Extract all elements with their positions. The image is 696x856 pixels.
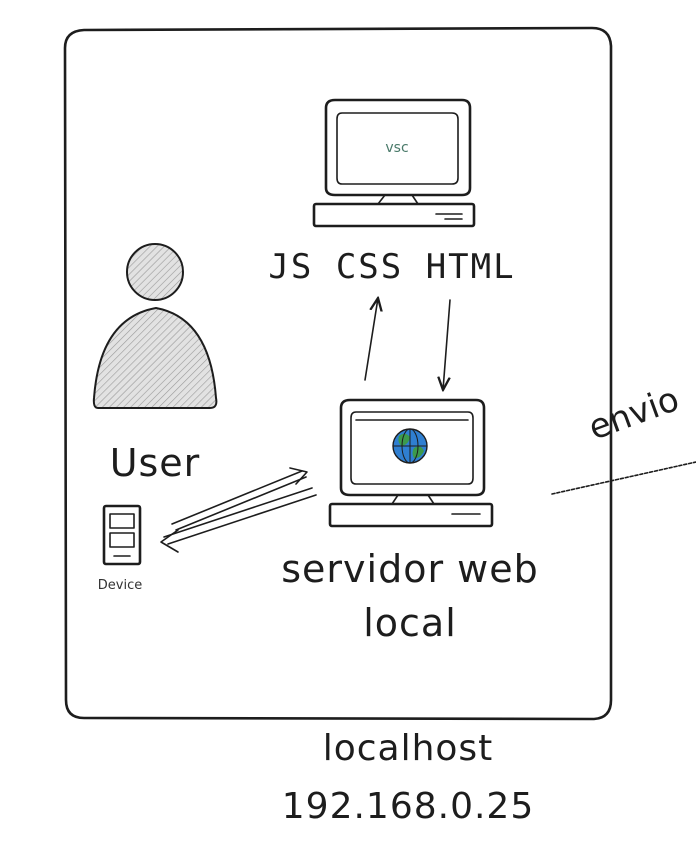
outgoing-connection-line — [551, 461, 696, 495]
device-label: Device — [98, 578, 142, 593]
outgoing-label: envio — [583, 379, 684, 448]
mobile-device-icon — [102, 504, 142, 566]
editor-computer-icon: vsc — [312, 98, 476, 228]
upload-arrow — [364, 298, 378, 381]
device-server-arrows — [160, 467, 317, 553]
editor-screen-label: vsc — [385, 140, 408, 156]
ip-address-label: 192.168.0.25 — [282, 786, 534, 827]
globe-icon — [392, 428, 428, 464]
user-icon — [92, 243, 218, 409]
user-label: User — [110, 441, 201, 485]
download-arrow — [443, 299, 451, 390]
local-network-frame — [63, 26, 613, 721]
server-label-line2: local — [363, 601, 457, 645]
server-label-line1: servidor web — [281, 547, 539, 591]
server-computer-icon — [328, 398, 494, 528]
host-label: localhost — [323, 728, 494, 769]
languages-label: JS CSS HTML — [268, 247, 515, 287]
